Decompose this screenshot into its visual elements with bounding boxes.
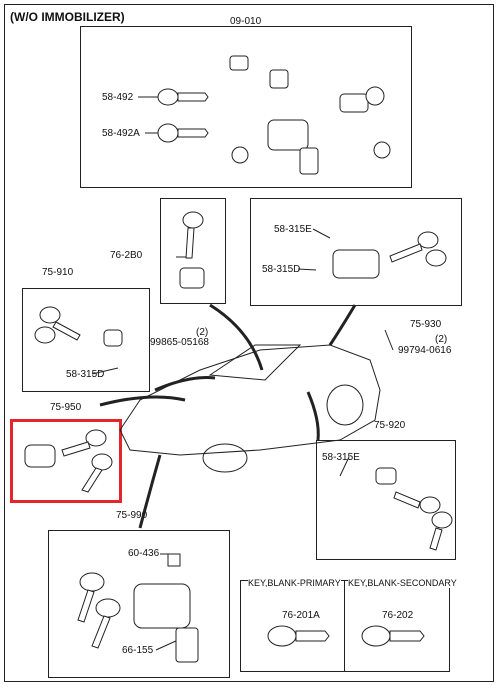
- part-label-09-010[interactable]: 09-010: [230, 16, 262, 27]
- part-label-75-930[interactable]: 75-930: [410, 319, 442, 330]
- part-label-99865-05168[interactable]: 99865-05168: [150, 337, 209, 348]
- part-label-76-202[interactable]: 76-202: [382, 610, 414, 621]
- glove-lock-box[interactable]: [22, 288, 150, 392]
- part-label-66-155[interactable]: 66-155: [122, 645, 154, 656]
- part-label-58-315d-top[interactable]: 58-315D: [262, 264, 301, 275]
- key-blank-primary-title: KEY,BLANK-PRIMARY: [248, 578, 341, 588]
- part-label-75-920[interactable]: 75-920: [374, 420, 406, 431]
- part-label-58-315d-left[interactable]: 58-315D: [66, 369, 105, 380]
- glove-lock-icon: [34, 306, 123, 347]
- key-blank-secondary-icon: [361, 625, 425, 647]
- car-illustration: [119, 344, 381, 473]
- diagram-frame: [4, 4, 494, 682]
- page-title: (W/O IMMOBILIZER): [10, 10, 125, 24]
- key-blanks-divider: [344, 580, 345, 672]
- part-label-99794-qty: (2): [435, 334, 448, 345]
- door-lock-right-icon: [375, 467, 453, 551]
- key-blank-secondary-title: KEY,BLANK-SECONDARY: [348, 578, 457, 588]
- part-label-58-315e-right[interactable]: 58-315E: [322, 452, 360, 463]
- ignition-cylinder-icon: [77, 553, 199, 663]
- part-label-99865-qty: (2): [196, 327, 209, 338]
- key-58-492a-icon: [157, 123, 209, 143]
- part-label-76-2b0[interactable]: 76-2B0: [110, 250, 143, 261]
- key-blanks-box[interactable]: [240, 580, 450, 672]
- part-label-58-492[interactable]: 58-492: [102, 92, 134, 103]
- part-label-75-950[interactable]: 75-950: [50, 402, 82, 413]
- key-58-492-icon: [157, 88, 209, 106]
- part-label-99794-0616[interactable]: 99794-0616: [398, 345, 452, 356]
- lock-cylinder-75-950-icon: [24, 429, 113, 493]
- part-label-75-990[interactable]: 75-990: [116, 510, 148, 521]
- part-label-60-436[interactable]: 60-436: [128, 548, 160, 559]
- highlight-box-75-950[interactable]: [10, 419, 122, 503]
- part-label-75-910[interactable]: 75-910: [42, 267, 74, 278]
- ignition-assembly-icon: [229, 55, 391, 175]
- part-label-58-492a[interactable]: 58-492A: [102, 128, 140, 139]
- door-lock-top-icon: [332, 231, 447, 279]
- part-label-76-201a[interactable]: 76-201A: [282, 610, 320, 621]
- key-blank-primary-icon: [267, 625, 330, 647]
- part-label-58-315e-top[interactable]: 58-315E: [274, 224, 312, 235]
- trunk-lock-icon: [179, 211, 205, 289]
